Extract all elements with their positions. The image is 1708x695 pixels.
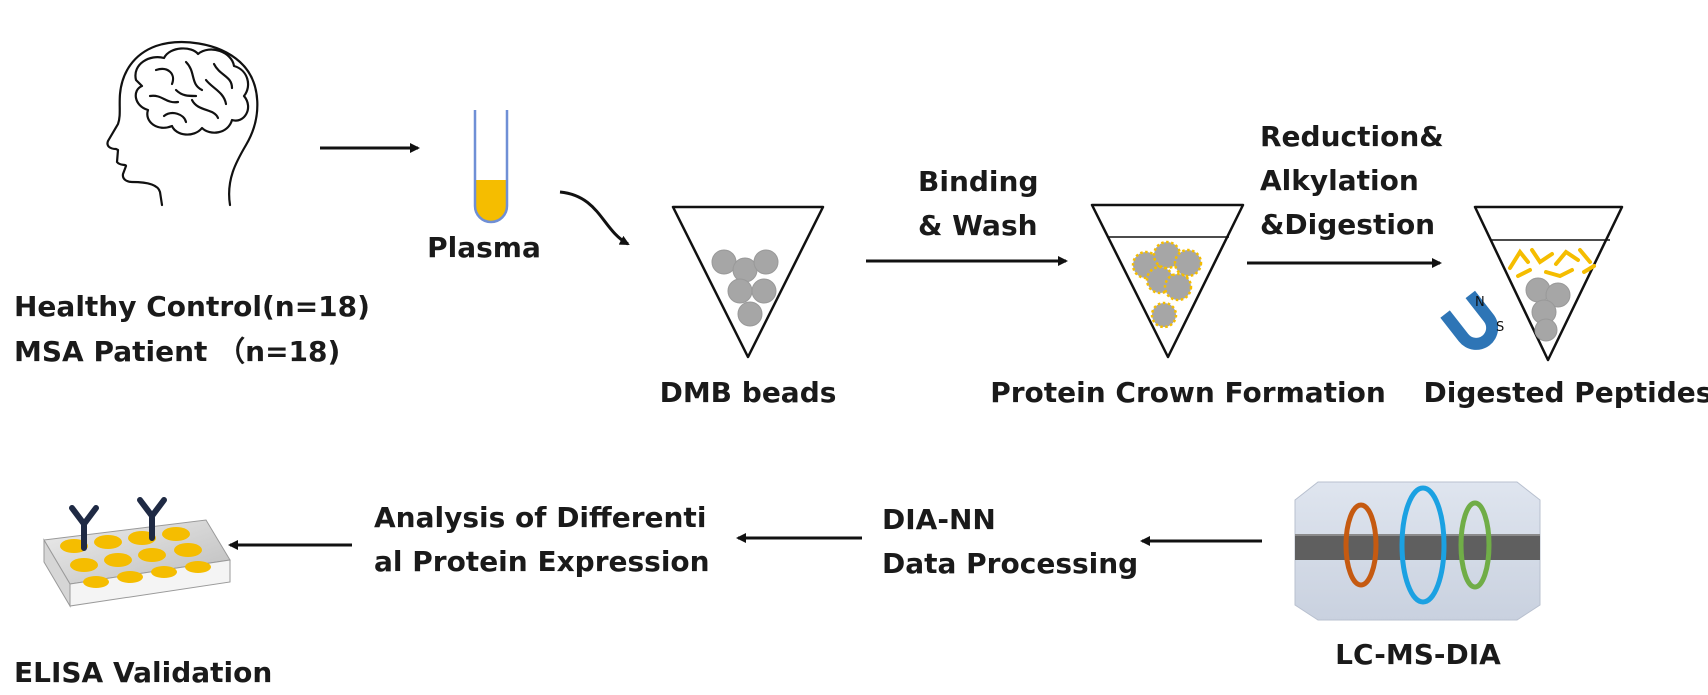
binding-wash-label: Binding & Wash xyxy=(918,165,1039,242)
elisa-validation-label: ELISA Validation xyxy=(14,656,273,689)
arrow-to-beads xyxy=(559,190,630,246)
antibody-icon xyxy=(69,497,167,551)
dia-nn-label: DIA-NN Data Processing xyxy=(882,503,1139,580)
reduction-alkylation-digestion-label: Reduction& Alkylation &Digestion xyxy=(1260,120,1444,241)
lcms-dia-label: LC-MS-DIA xyxy=(1335,638,1501,671)
analysis-label: Analysis of Differenti al Protein Expres… xyxy=(374,501,710,578)
lcms-instrument-icon xyxy=(1294,481,1541,621)
plasma-tube-icon xyxy=(473,110,509,224)
magnet-north-label: N xyxy=(1475,295,1485,310)
magnet-south-label: S xyxy=(1496,320,1504,335)
dmb-beads-label: DMB beads xyxy=(659,376,837,409)
magnet-icon xyxy=(1440,290,1499,350)
cohort-healthy-label: Healthy Control(n=18) xyxy=(14,290,370,323)
plasma-label: Plasma xyxy=(427,231,541,264)
protein-crown-label: Protein Crown Formation xyxy=(990,376,1386,409)
digested-peptides-cone-icon xyxy=(1473,205,1624,362)
elisa-plate-icon xyxy=(43,497,231,608)
head-brain-icon xyxy=(106,41,259,207)
dmb-beads-cone-icon xyxy=(671,205,825,359)
digested-peptides-label: Digested Peptides xyxy=(1423,376,1708,409)
protein-crown-cone-icon xyxy=(1090,203,1245,359)
cohort-msa-label: MSA Patient （n=18) xyxy=(14,335,341,368)
